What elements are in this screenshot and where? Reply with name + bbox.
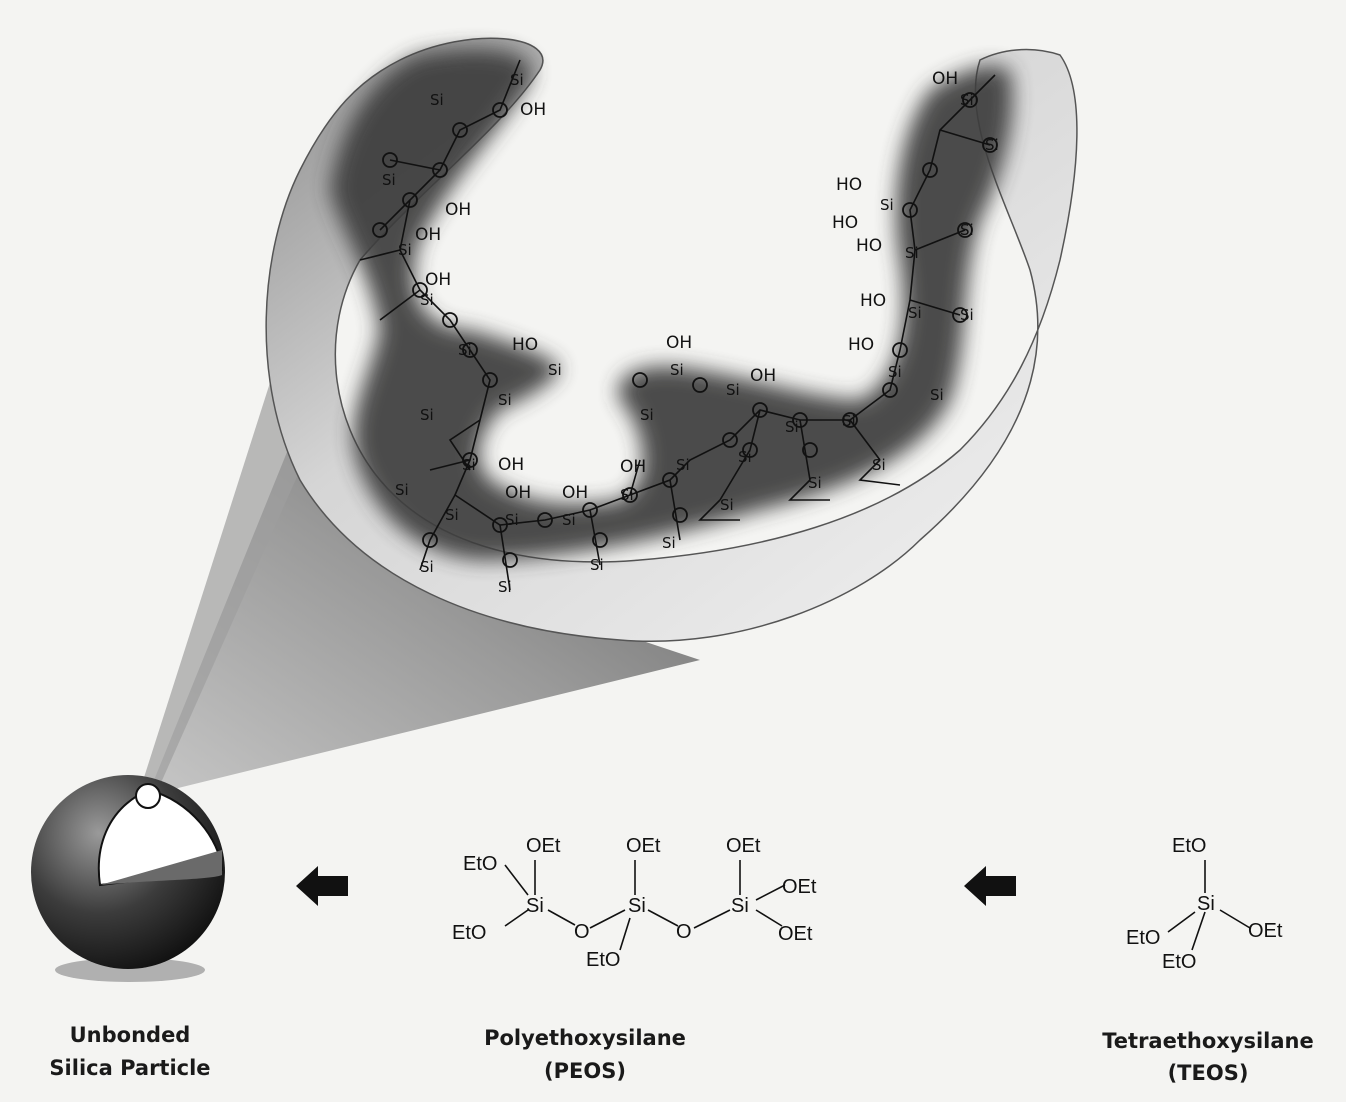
svg-text:Si: Si [505, 511, 519, 529]
svg-text:OH: OH [498, 455, 524, 475]
svg-text:Si: Si [720, 496, 734, 514]
svg-text:Si: Si [526, 895, 544, 917]
svg-text:Si: Si [498, 578, 512, 596]
svg-text:OH: OH [415, 225, 441, 245]
svg-text:EtO: EtO [1172, 835, 1206, 857]
svg-text:OEt: OEt [778, 923, 813, 945]
peos-structure: OEt OEt OEt EtO EtO Si O Si O Si EtO OEt… [452, 835, 817, 971]
svg-text:Si: Si [662, 534, 676, 552]
svg-text:Si: Si [872, 456, 886, 474]
svg-text:O: O [676, 921, 692, 943]
svg-text:Si: Si [620, 486, 634, 504]
svg-text:O: O [574, 921, 590, 943]
svg-text:Si: Si [382, 171, 396, 189]
svg-text:Si: Si [640, 406, 654, 424]
svg-text:Unbonded: Unbonded [70, 1023, 191, 1047]
svg-text:HO: HO [836, 175, 862, 195]
svg-text:Si: Si [960, 306, 974, 324]
arrow-peos-to-particle [296, 866, 348, 906]
caption-peos: Polyethoxysilane (PEOS) [484, 1026, 686, 1083]
svg-text:OEt: OEt [1248, 920, 1283, 942]
svg-text:Si: Si [888, 363, 902, 381]
svg-text:OEt: OEt [726, 835, 761, 857]
svg-text:Si: Si [785, 418, 799, 436]
svg-text:Si: Si [731, 895, 749, 917]
svg-text:HO: HO [512, 335, 538, 355]
svg-text:OH: OH [425, 270, 451, 290]
svg-text:Si: Si [842, 412, 856, 430]
svg-text:EtO: EtO [452, 922, 486, 944]
svg-text:EtO: EtO [586, 949, 620, 971]
svg-text:EtO: EtO [1162, 951, 1196, 973]
svg-text:Si: Si [930, 386, 944, 404]
svg-text:Silica Particle: Silica Particle [49, 1056, 210, 1080]
svg-text:Si: Si [510, 71, 524, 89]
svg-text:OEt: OEt [526, 835, 561, 857]
svg-text:Tetraethoxysilane: Tetraethoxysilane [1102, 1029, 1314, 1053]
svg-text:Si: Si [726, 381, 740, 399]
svg-text:EtO: EtO [463, 853, 497, 875]
svg-text:Si: Si [398, 241, 412, 259]
svg-text:HO: HO [860, 291, 886, 311]
svg-text:Si: Si [562, 511, 576, 529]
svg-text:Si: Si [808, 474, 822, 492]
svg-text:Si: Si [628, 895, 646, 917]
svg-text:Si: Si [960, 91, 974, 109]
svg-text:Si: Si [458, 341, 472, 359]
svg-text:Si: Si [738, 448, 752, 466]
svg-text:OEt: OEt [782, 876, 817, 898]
svg-text:OH: OH [562, 483, 588, 503]
svg-text:OH: OH [750, 366, 776, 386]
svg-text:Si: Si [430, 91, 444, 109]
svg-text:Si: Si [395, 481, 409, 499]
svg-text:OH: OH [505, 483, 531, 503]
svg-text:Si: Si [670, 361, 684, 379]
svg-text:HO: HO [848, 335, 874, 355]
svg-text:OH: OH [932, 69, 958, 89]
caption-particle: Unbonded Silica Particle [49, 1023, 210, 1080]
svg-text:OH: OH [666, 333, 692, 353]
svg-text:Si: Si [548, 361, 562, 379]
svg-text:HO: HO [856, 236, 882, 256]
svg-text:HO: HO [832, 213, 858, 233]
svg-text:OH: OH [620, 457, 646, 477]
svg-text:OH: OH [445, 200, 471, 220]
svg-text:OEt: OEt [626, 835, 661, 857]
svg-text:Si: Si [420, 406, 434, 424]
svg-text:Si: Si [960, 221, 974, 239]
svg-text:Si: Si [420, 291, 434, 309]
silica-particle [31, 775, 225, 982]
svg-text:Polyethoxysilane: Polyethoxysilane [484, 1026, 686, 1050]
svg-text:Si: Si [462, 456, 476, 474]
svg-text:OH: OH [520, 100, 546, 120]
svg-text:Si: Si [420, 558, 434, 576]
svg-text:Si: Si [676, 456, 690, 474]
svg-text:Si: Si [498, 391, 512, 409]
svg-text:Si: Si [445, 506, 459, 524]
svg-text:Si: Si [905, 244, 919, 262]
arrow-teos-to-peos [964, 866, 1016, 906]
svg-text:EtO: EtO [1126, 927, 1160, 949]
svg-text:Si: Si [908, 304, 922, 322]
svg-text:Si: Si [880, 196, 894, 214]
svg-text:Si: Si [590, 556, 604, 574]
svg-text:Si: Si [1197, 893, 1215, 915]
teos-structure: EtO Si EtO OEt EtO [1126, 835, 1283, 973]
caption-teos: Tetraethoxysilane (TEOS) [1102, 1029, 1314, 1085]
svg-text:(PEOS): (PEOS) [544, 1059, 626, 1083]
svg-text:(TEOS): (TEOS) [1168, 1061, 1249, 1085]
svg-text:Si: Si [985, 136, 999, 154]
